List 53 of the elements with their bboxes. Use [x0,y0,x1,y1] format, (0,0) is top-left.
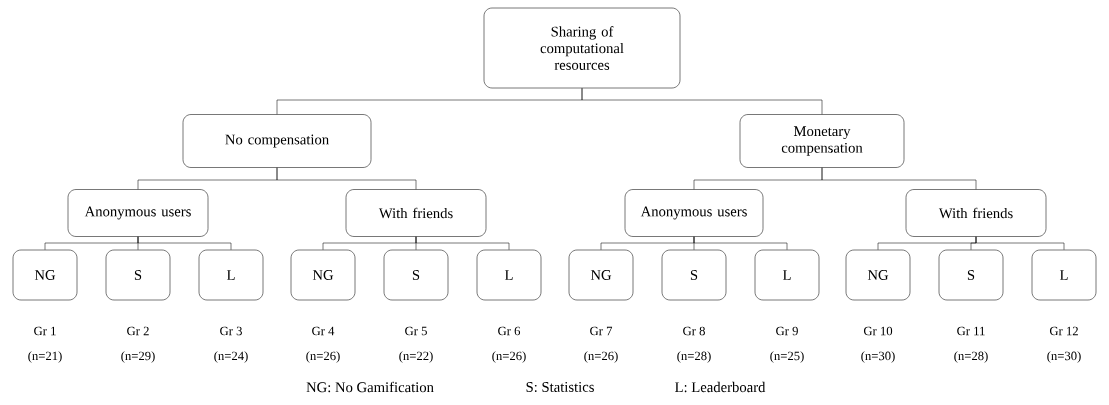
group-label: (n=26) [492,351,526,363]
group-label: Gr 5 [405,326,427,336]
connector-line [415,236,510,250]
group-label: (n=28) [677,351,711,363]
category-box: Anonymous users [67,189,209,237]
category-box: Monetary compensation [739,114,905,168]
category-box: With friends [345,189,487,237]
group-box: S [383,249,449,301]
group-label: Gr 10 [863,326,893,336]
group-label: (n=22) [399,351,433,363]
group-label: Gr 12 [1049,326,1078,336]
group-box: NG [12,249,78,301]
group-label: Gr 2 [127,326,149,336]
group-label: Gr 9 [776,326,798,336]
connector-line [975,236,1065,250]
connector-line [693,236,788,250]
category-box: No compensation [182,114,372,168]
group-label: (n=28) [954,351,988,363]
group-label: Gr 4 [312,326,335,336]
category-box: With friends [905,189,1047,237]
group-label: (n=29) [121,351,155,363]
group-box: S [938,249,1004,301]
group-label: Gr 6 [498,326,521,336]
group-label: (n=24) [214,351,248,363]
connector-line [821,167,977,190]
group-label: (n=21) [28,351,62,363]
group-label: (n=30) [861,351,895,363]
group-box: L [198,249,264,301]
category-box: Sharing of computational resources [483,7,681,89]
group-box: NG [290,249,356,301]
group-box: NG [568,249,634,301]
group-box: L [1031,249,1097,301]
legend-text: L: Leaderboard [675,381,766,393]
group-box: S [661,249,727,301]
connector-line [276,167,417,190]
group-label: (n=25) [770,351,804,363]
legend-text: S: Statistics [526,382,594,392]
group-label: Gr 1 [34,326,56,336]
group-label: (n=26) [584,351,618,363]
group-box: L [754,249,820,301]
group-label: (n=26) [306,351,340,363]
group-label: Gr 11 [957,326,985,336]
category-box: Anonymous users [624,189,764,237]
group-label: (n=30) [1047,351,1081,363]
group-label: Gr 7 [590,326,613,336]
group-box: NG [845,249,911,301]
legend-text: NG: No Gamification [306,381,434,393]
connector-line [581,88,823,115]
group-box: S [105,249,171,301]
group-label: Gr 8 [683,326,705,336]
connector-line [137,236,232,250]
group-label: Gr 3 [220,326,242,336]
group-box: L [476,249,542,301]
